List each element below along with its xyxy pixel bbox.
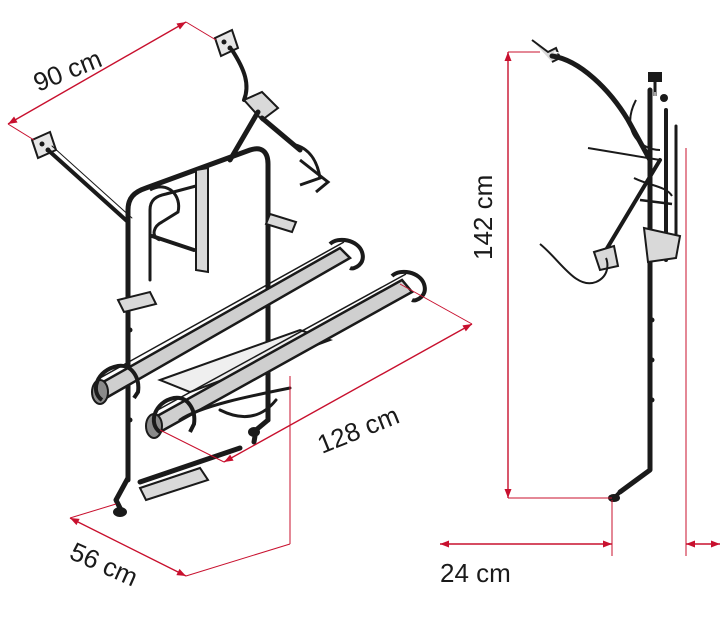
depth-extension-right [185,543,291,577]
width-dimension-arrow-start [8,116,18,124]
height-dimension-arrow-start [504,489,512,498]
width-dimension-arrow-end [176,22,186,30]
length-dimension-label: 128 cm [313,400,403,460]
wheel-rail-front [91,237,365,405]
wall-bracket-left [30,130,133,224]
side-depth-dimension-arrow-end [603,540,612,548]
side-depth-dimension-right-arrow-end [711,540,720,548]
side-depth-dimension-arrow-start [440,540,449,548]
depth-dimension-arrow-start [70,518,80,526]
carrier-perspective-view [30,28,427,517]
dimension-lines [7,21,720,577]
length-dimension-arrow-end [462,324,472,332]
height-dimension-arrow-end [504,52,512,61]
width-dimension-line [7,21,187,125]
depth-dimension-arrow-end [176,568,186,576]
side-depth-dimension-label: 24 cm [440,558,511,588]
carrier-side-view [531,39,682,502]
height-dimension-label: 142 cm [468,175,498,260]
length-extension-bottom [159,429,225,463]
width-extension-right [185,21,217,41]
side-depth-dimension-right-arrow-start [686,540,695,548]
wall-bracket-right [213,28,249,102]
length-dimension-arrow-start [224,454,234,462]
depth-dimension-line [69,517,187,577]
depth-dimension-label: 56 cm [66,536,143,592]
length-dimension-line [223,323,473,463]
upper-arm-assembly [227,90,331,194]
wheel-rail-rear [145,269,427,439]
length-extension-top [399,283,473,325]
main-frame [116,146,298,483]
width-extension-left [7,123,35,141]
depth-extension-left [69,503,117,519]
